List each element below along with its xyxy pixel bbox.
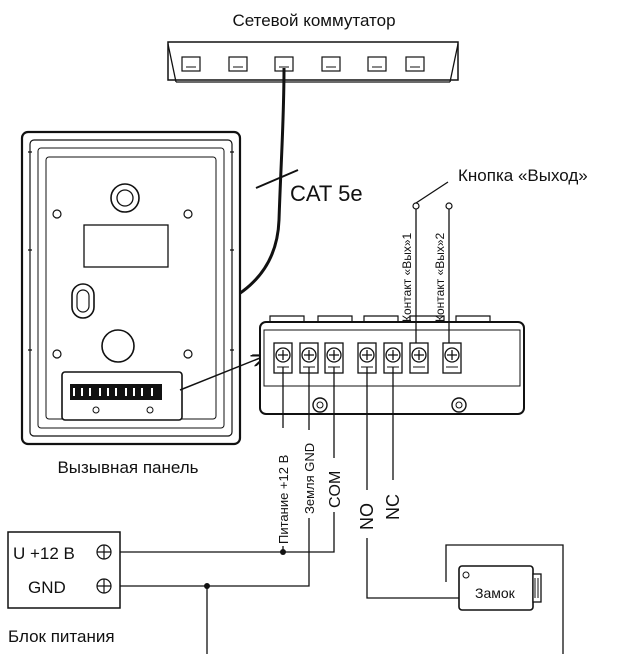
- nc-wire-label: NC: [383, 494, 403, 520]
- terminal-screw-4: [357, 342, 377, 374]
- psu-terminal-gnd: GND: [28, 578, 66, 597]
- cable-tick: [255, 169, 299, 189]
- wire-com: [283, 367, 335, 553]
- switch-port-1: [181, 56, 201, 72]
- psu-terminal-u: U +12 В: [13, 544, 75, 563]
- terminal-screw-1: [273, 342, 293, 374]
- lock-label: Замок: [475, 585, 516, 601]
- connector-arrow: [179, 356, 265, 391]
- terminal-screw-2: [299, 342, 319, 374]
- switch-port-4: [321, 56, 341, 72]
- psu-gnd-terminal-icon: [96, 578, 112, 594]
- switch-label: Сетевой коммутатор: [232, 11, 395, 30]
- lock-icon: [458, 565, 542, 611]
- terminal-screw-7: [442, 342, 462, 374]
- terminal-screws: [273, 342, 462, 374]
- ground-wire-label: Земля GND: [302, 443, 317, 514]
- terminal-screw-5: [383, 342, 403, 374]
- no-wire-label: NO: [357, 503, 377, 530]
- cable-label: CAT 5e: [290, 181, 363, 206]
- exit-button-label: Кнопка «Выход»: [458, 166, 588, 185]
- lock-wire: [445, 544, 564, 654]
- psu-label: Блок питания: [8, 627, 115, 646]
- exit-button-switch: [412, 181, 453, 210]
- switch-port-5: [367, 56, 387, 72]
- psu-u-terminal-icon: [96, 544, 112, 560]
- junction-power: [280, 549, 286, 555]
- junction-ground: [204, 583, 210, 589]
- switch-port-2: [228, 56, 248, 72]
- panel-label: Вызывная панель: [57, 458, 198, 477]
- power-supply-box: [7, 531, 121, 609]
- switch-ports: [181, 56, 425, 72]
- com-wire-label: COM: [327, 471, 344, 508]
- power-wire-label: Питание +12 В: [276, 455, 291, 544]
- wire-no: [366, 367, 461, 599]
- switch-port-6: [405, 56, 425, 72]
- contact2-label: Контакт «Вых»2: [433, 232, 447, 322]
- contact1-label: Контакт «Вых»1: [400, 232, 414, 322]
- terminal-screw-6: [409, 342, 429, 374]
- call-panel: [20, 130, 242, 446]
